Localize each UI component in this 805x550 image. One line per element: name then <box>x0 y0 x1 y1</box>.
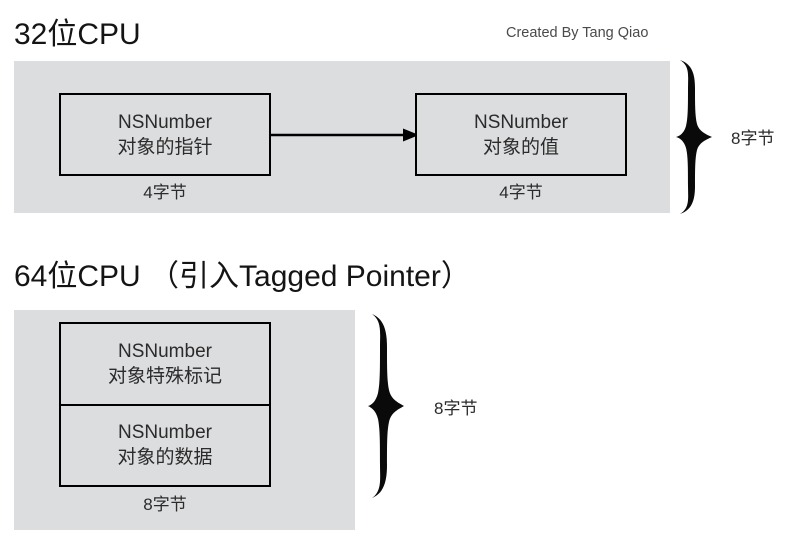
credit-text: Created By Tang Qiao <box>506 25 649 41</box>
memory-cell-data-line2: 对象的数据 <box>117 447 213 469</box>
size-caption-pointer: 4字节 <box>143 183 187 202</box>
memory-box-pointer: NSNumber 对象的指针 <box>59 93 271 176</box>
size-caption-value: 4字节 <box>499 183 543 202</box>
brace-label-32bit: 8字节 <box>731 129 775 148</box>
memory-box-value: NSNumber 对象的值 <box>415 93 627 176</box>
memory-cell-data: NSNumber 对象的数据 <box>61 406 269 487</box>
memory-box-value-line1: NSNumber <box>474 111 568 133</box>
memory-cell-data-line1: NSNumber <box>118 422 212 444</box>
section-title-64bit: 64位CPU （引入Tagged Pointer） <box>14 260 471 293</box>
memory-box-pointer-line2: 对象的指针 <box>117 136 213 158</box>
size-caption-tagged-pointer: 8字节 <box>143 495 187 514</box>
memory-cell-tag-line1: NSNumber <box>118 340 212 362</box>
curly-brace-32bit-icon <box>676 60 712 214</box>
memory-box-pointer-line1: NSNumber <box>118 111 212 133</box>
memory-cell-tag-line2: 对象特殊标记 <box>107 365 222 387</box>
section-title-32bit: 32位CPU <box>14 18 141 51</box>
brace-label-64bit: 8字节 <box>434 399 478 418</box>
curly-brace-64bit-icon <box>368 314 404 498</box>
memory-box-tagged-pointer: NSNumber 对象特殊标记 NSNumber 对象的数据 <box>59 322 271 487</box>
memory-box-value-line2: 对象的值 <box>482 136 559 158</box>
memory-cell-tag: NSNumber 对象特殊标记 <box>61 324 269 406</box>
pointer-arrow-icon <box>269 128 419 142</box>
